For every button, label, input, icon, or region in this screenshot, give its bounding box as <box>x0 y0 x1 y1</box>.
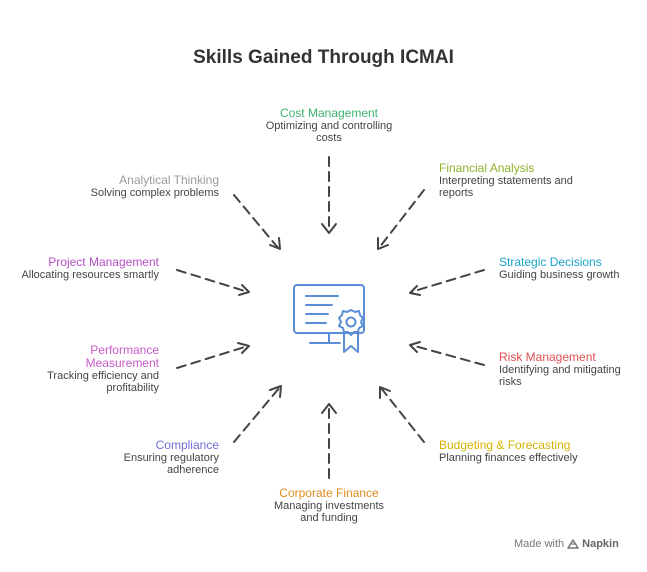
skill-project-management: Project Management Allocating resources … <box>14 255 159 282</box>
arrow-cost-management <box>321 156 337 234</box>
skill-compliance: Compliance Ensuring regulatory adherence <box>99 438 219 477</box>
arrow-performance-measurement <box>176 342 250 369</box>
arrow-corporate-finance <box>321 403 337 479</box>
skill-name: Corporate Finance <box>279 486 379 500</box>
skill-description: Tracking efficiency and profitability <box>47 370 159 394</box>
skill-name: Financial Analysis <box>439 161 535 175</box>
skill-strategic-decisions: Strategic Decisions Guiding business gro… <box>499 255 639 282</box>
skill-description: Identifying and mitigating risks <box>499 364 621 388</box>
skill-name: Compliance <box>155 438 219 452</box>
arrow-project-management <box>176 269 250 296</box>
arrow-budgeting-forecasting <box>379 386 425 443</box>
skill-budgeting-forecasting: Budgeting & Forecasting Planning finance… <box>439 438 599 465</box>
certificate-icon <box>293 284 365 353</box>
skill-name: Strategic Decisions <box>499 255 602 269</box>
skill-description: Planning finances effectively <box>439 452 578 464</box>
diagram-title: Skills Gained Through ICMAI <box>193 47 454 68</box>
arrow-strategic-decisions <box>409 269 485 296</box>
skill-name: Analytical Thinking <box>119 173 219 187</box>
skill-corporate-finance: Corporate Finance Managing investments a… <box>254 486 404 525</box>
skill-name: Budgeting & Forecasting <box>439 438 571 452</box>
skill-description: Solving complex problems <box>90 187 219 199</box>
arrow-compliance <box>233 385 282 443</box>
skill-risk-management: Risk Management Identifying and mitigati… <box>499 350 629 389</box>
skill-performance-measurement: Performance Measurement Tracking efficie… <box>39 343 159 395</box>
skill-description: Optimizing and controlling costs <box>265 120 393 144</box>
made-with-napkin-footer[interactable]: Made with Napkin <box>514 538 619 550</box>
skill-description: Interpreting statements and reports <box>439 175 573 199</box>
napkin-logo-icon <box>567 539 579 549</box>
skill-financial-analysis: Financial Analysis Interpreting statemen… <box>439 161 589 200</box>
skill-name: Performance Measurement <box>85 343 159 370</box>
footer-prefix: Made with <box>514 538 565 550</box>
skill-description: Managing investments and funding <box>273 500 385 524</box>
arrow-analytical-thinking <box>233 194 281 250</box>
skill-description: Ensuring regulatory adherence <box>123 452 219 476</box>
skill-name: Project Management <box>48 255 159 269</box>
skill-name: Risk Management <box>499 350 596 364</box>
skill-description: Guiding business growth <box>499 269 620 281</box>
skill-name: Cost Management <box>279 106 379 120</box>
arrow-financial-analysis <box>377 189 425 250</box>
footer-brand: Napkin <box>582 538 619 550</box>
skill-description: Allocating resources smartly <box>21 269 159 281</box>
arrow-risk-management <box>409 341 485 366</box>
skill-cost-management: Cost Management Optimizing and controlli… <box>254 106 404 145</box>
skill-analytical-thinking: Analytical Thinking Solving complex prob… <box>79 173 219 200</box>
